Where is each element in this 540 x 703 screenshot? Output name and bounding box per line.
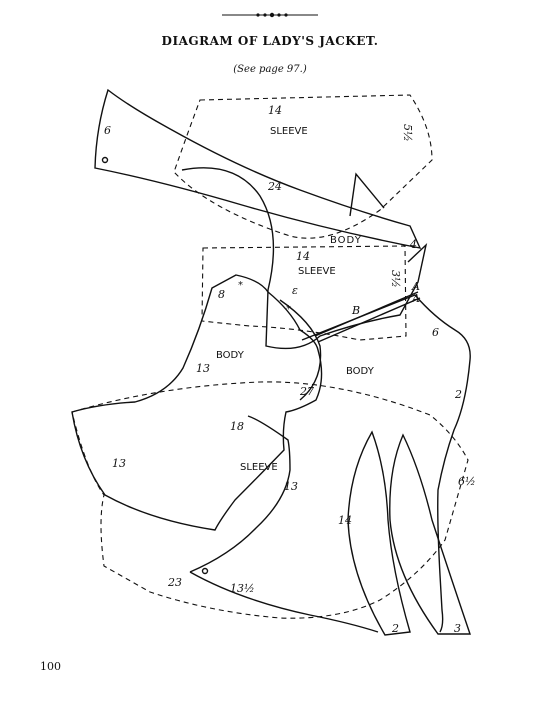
- back-piece-outline: [94, 88, 422, 249]
- asterisk-mark: *: [238, 280, 243, 291]
- lower-num-14: 14: [338, 514, 352, 527]
- body-left-label: BODY: [216, 350, 245, 361]
- sleeve-top-num-right: 5½: [401, 124, 414, 142]
- sleeve-bottom-label: SLEEVE: [240, 462, 278, 473]
- asterisk-mark: *: [286, 304, 291, 315]
- sleeve-top-label: SLEEVE: [270, 126, 308, 137]
- sleeve-mid-num-right: 3½: [389, 270, 402, 288]
- notch-mark: [101, 156, 109, 164]
- sleeve-top-outline: [173, 94, 433, 239]
- back-num-curve: 24: [267, 180, 282, 193]
- decorative-ornament: [222, 12, 318, 18]
- notch-mark: [201, 567, 209, 575]
- strip-3-outline: [389, 433, 471, 635]
- body-top-outline: [181, 167, 428, 350]
- sleeve-bottom-outline: [71, 381, 469, 619]
- marker-a: A: [411, 292, 420, 305]
- page-subtitle: (See page 97.): [233, 64, 307, 75]
- lower-curve-solid: [189, 415, 291, 573]
- lower-num-13-left: 13: [112, 457, 126, 470]
- body-right-num-2: 2: [454, 388, 462, 401]
- body-left-num-side: 13: [196, 362, 210, 375]
- body-right-num-6: 6: [432, 326, 439, 339]
- strip-num-2: 2: [391, 622, 399, 635]
- lower-num-23: 23: [167, 576, 182, 589]
- lower-num-13-right: 13: [284, 480, 298, 493]
- page-number: 100: [40, 660, 61, 673]
- lower-num-13half: 13½: [230, 582, 255, 595]
- strip-2-outline: [347, 430, 411, 636]
- sleeve-mid-label: SLEEVE: [298, 266, 336, 277]
- body-top-num: 4: [409, 238, 417, 251]
- body-right-outline: [301, 294, 471, 633]
- sleeve-mid-outline: [201, 245, 407, 341]
- body-right-num-27: 27: [299, 385, 314, 398]
- page-title: DIAGRAM OF LADY'S JACKET.: [161, 34, 379, 48]
- sleeve-mid-num-top: 14: [296, 250, 310, 263]
- marker-b: B: [351, 304, 360, 317]
- body-right-inner-curve: [279, 299, 322, 401]
- body-left-outline: [71, 274, 323, 531]
- sleeve-top-num-top: 14: [268, 104, 282, 117]
- body-top-label: BODY: [330, 235, 362, 246]
- strip-num-3: 3: [454, 622, 461, 635]
- lower-right-curve: [189, 571, 379, 633]
- body-right-label: BODY: [346, 366, 375, 377]
- marker-e: ε: [292, 284, 298, 297]
- marker-a: A: [411, 280, 420, 293]
- seam-line: [314, 291, 421, 343]
- body-left-num-top: 8: [218, 288, 225, 301]
- body-left-num-curve: 18: [230, 420, 244, 433]
- body-right-num-61: 6½: [458, 475, 476, 488]
- dart-outline: [349, 172, 385, 217]
- back-num-corner: 6: [104, 124, 111, 137]
